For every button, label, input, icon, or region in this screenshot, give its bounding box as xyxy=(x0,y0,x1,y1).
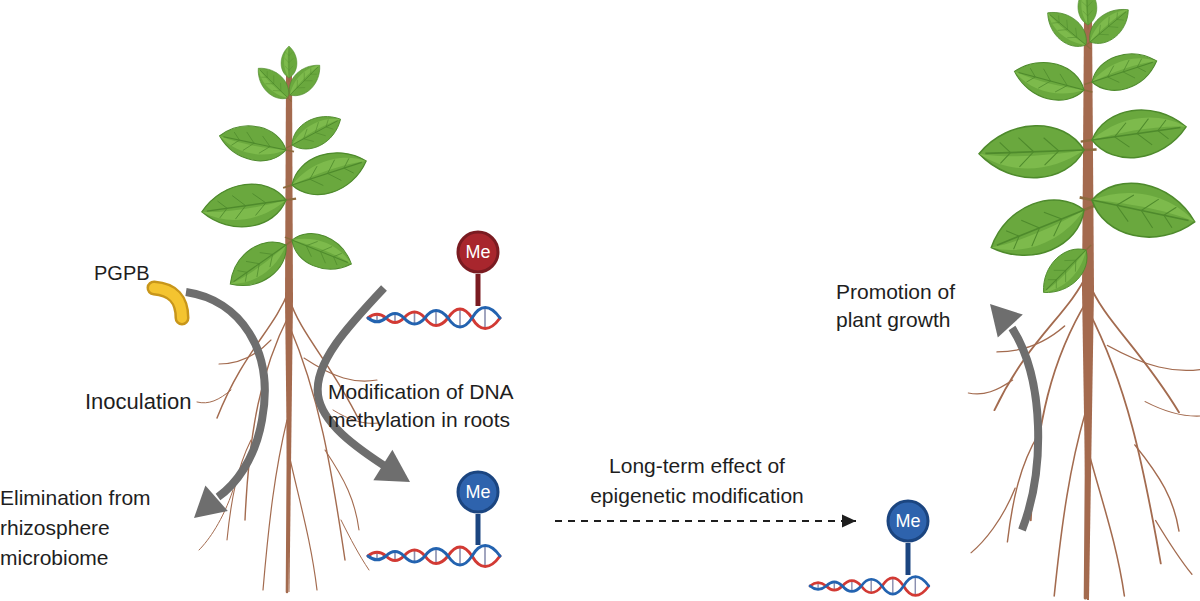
process-arrow xyxy=(1012,328,1038,530)
plant-leaf xyxy=(978,124,1097,180)
process-label: Inoculation xyxy=(85,389,255,415)
dna-strand xyxy=(810,577,929,596)
arrow-head xyxy=(842,515,856,528)
outcome-label: Promotion of plant growth xyxy=(836,278,986,334)
process-arrow xyxy=(318,288,410,482)
plant-leaf xyxy=(1079,45,1162,101)
connector-label: Long-term effect of epigenetic modificat… xyxy=(577,451,817,511)
methyl-stem xyxy=(476,514,481,545)
plant-leaf xyxy=(216,119,297,168)
bacterium-body xyxy=(154,288,182,318)
methyl-group-marker: Me xyxy=(886,499,930,543)
plant-stem xyxy=(1082,12,1094,600)
outcome-label: Elimination from rhizosphere microbiome xyxy=(0,483,165,573)
dashed-arrow xyxy=(555,515,856,528)
plant-leaf xyxy=(1074,172,1200,247)
organism-label: PGPB xyxy=(94,262,150,284)
connector-line xyxy=(318,288,410,482)
methyl-label: Me xyxy=(456,230,500,274)
plant-leaf xyxy=(279,222,357,278)
plant-leaf xyxy=(1040,3,1099,58)
connector-line xyxy=(555,520,856,522)
arrow-head xyxy=(990,304,1023,338)
dna-strand xyxy=(368,546,500,567)
methyl-stem xyxy=(906,543,911,575)
plant-leaf xyxy=(221,227,303,298)
methyl-label: Me xyxy=(456,470,500,514)
plant-leaf xyxy=(1010,54,1097,109)
methyl-group-marker: Me xyxy=(456,230,500,274)
bacterium-outline xyxy=(154,288,182,318)
plant-leaf xyxy=(279,58,327,106)
methyl-label: Me xyxy=(886,499,930,543)
arrow-head xyxy=(194,485,228,518)
plant-leaf xyxy=(277,143,372,207)
plant-leaf xyxy=(199,178,299,233)
methyl-stem xyxy=(476,274,481,306)
bacterium-node: PGPB xyxy=(92,262,192,328)
plant-leaf xyxy=(1077,103,1189,164)
arrow-head xyxy=(373,450,410,482)
plant-leaf xyxy=(1033,234,1102,303)
process-arrow xyxy=(186,292,265,497)
plant-leaf xyxy=(1077,0,1136,55)
methyl-group-marker: Me xyxy=(456,470,500,514)
connector-label: Modification of DNA methylation in roots xyxy=(328,378,540,434)
dna-strand xyxy=(368,308,500,329)
plant-leaf xyxy=(280,107,347,160)
